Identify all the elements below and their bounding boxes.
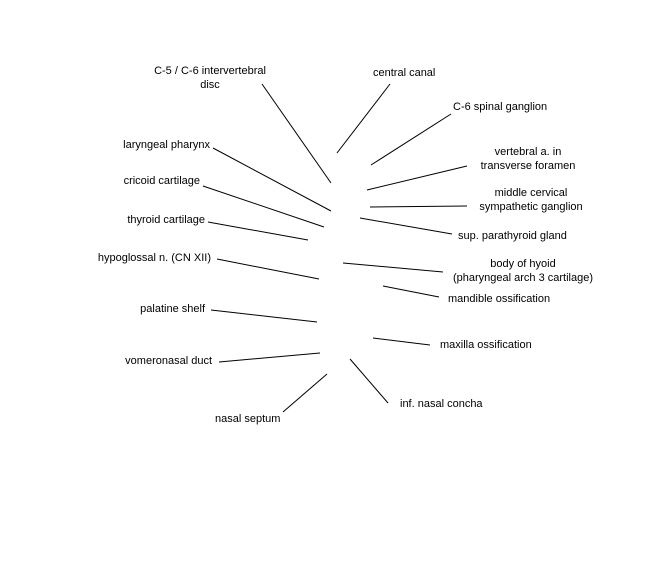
- leader-mandible: [382, 285, 440, 298]
- leader-central-canal: [336, 83, 391, 154]
- label-mandible-ossification: mandible ossification: [448, 293, 551, 305]
- label-middle-cervical-ganglion: middle cervical sympathetic ganglion: [463, 186, 599, 214]
- leader-parathyroid: [359, 217, 453, 235]
- label-vomeronasal-duct: vomeronasal duct: [125, 355, 212, 367]
- leader-hyoid: [342, 262, 444, 273]
- label-central-canal: central canal: [373, 67, 436, 79]
- label-line: vertebral a. in: [494, 146, 562, 158]
- leader-laryngeal-pharynx: [212, 147, 332, 212]
- label-inf-nasal-concha: inf. nasal concha: [400, 398, 483, 410]
- leader-hypoglossal: [216, 258, 320, 280]
- label-line: (pharyngeal arch 3 cartilage): [452, 272, 594, 284]
- leader-c5c6: [261, 83, 332, 184]
- label-body-of-hyoid: body of hyoid (pharyngeal arch 3 cartila…: [443, 257, 603, 285]
- label-line: C-5 / C-6 intervertebral: [154, 65, 266, 77]
- leader-c6-ganglion: [370, 113, 452, 166]
- label-palatine-shelf: palatine shelf: [140, 303, 205, 315]
- label-sup-parathyroid-gland: sup. parathyroid gland: [458, 230, 567, 242]
- leader-inf-nasal-concha: [349, 358, 389, 404]
- label-line: disc: [200, 79, 220, 91]
- leader-nasal-septum: [282, 373, 328, 413]
- label-line: sympathetic ganglion: [479, 201, 583, 213]
- label-nasal-septum: nasal septum: [215, 413, 281, 425]
- leader-palatine: [210, 309, 318, 323]
- label-cricoid-cartilage: cricoid cartilage: [123, 175, 200, 187]
- leader-vertebral: [366, 165, 468, 191]
- label-laryngeal-pharynx: laryngeal pharynx: [123, 139, 210, 151]
- label-line: middle cervical: [494, 187, 568, 199]
- label-c5c6-disc: C-5 / C-6 intervertebral disc: [135, 64, 285, 92]
- leader-thyroid: [207, 221, 309, 241]
- leader-maxilla: [372, 337, 431, 346]
- label-thyroid-cartilage: thyroid cartilage: [127, 214, 205, 226]
- label-c6-spinal-ganglion: C-6 spinal ganglion: [453, 101, 548, 113]
- label-vertebral-artery: vertebral a. in transverse foramen: [463, 145, 593, 173]
- leader-middle-cervical: [369, 205, 468, 208]
- leader-cricoid: [202, 185, 325, 228]
- leader-vomeronasal: [218, 352, 321, 363]
- label-hypoglossal-nerve: hypoglossal n. (CN XII): [97, 252, 211, 264]
- label-maxilla-ossification: maxilla ossification: [440, 339, 532, 351]
- label-line: body of hyoid: [490, 258, 556, 270]
- label-line: transverse foramen: [480, 160, 576, 172]
